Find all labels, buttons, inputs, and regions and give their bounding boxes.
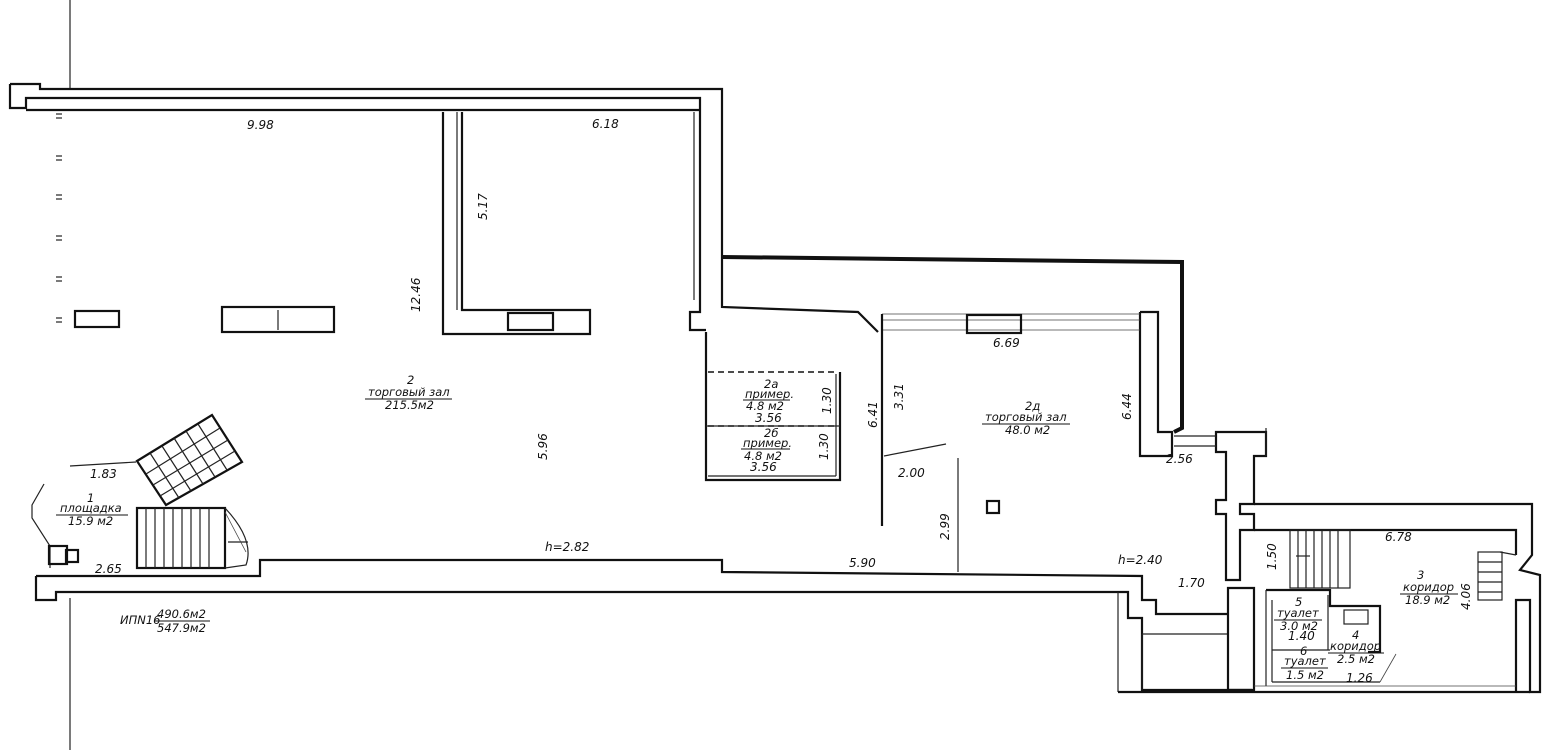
column bbox=[64, 548, 80, 564]
room-3-area: 18.9 м2 bbox=[1405, 593, 1450, 607]
radiator bbox=[73, 309, 121, 329]
column bbox=[47, 544, 69, 566]
stair-corridor bbox=[1289, 529, 1503, 601]
dim-1-30-a: 1.30 bbox=[820, 387, 834, 414]
room-2b-area: 4.8 м2 bbox=[744, 449, 782, 463]
corridor-3-line bbox=[1499, 551, 1517, 556]
radiator bbox=[506, 311, 555, 332]
dim-1-83: 1.83 bbox=[90, 467, 117, 481]
ceiling-height-hall: h=2.82 bbox=[545, 540, 589, 554]
exterior-wall-bottom-inner bbox=[36, 558, 1228, 616]
dim-6-41: 6.41 bbox=[866, 401, 880, 428]
dim-line bbox=[69, 461, 137, 467]
dim-2-00: 2.00 bbox=[898, 466, 925, 480]
summary-area-bottom: 547.9м2 bbox=[157, 621, 206, 635]
room-2a-number: 2а bbox=[764, 377, 778, 391]
radiator bbox=[220, 305, 336, 334]
summary-area-top: 490.6м2 bbox=[157, 607, 206, 621]
room-3-name: коридор bbox=[1403, 580, 1454, 594]
interior-wall-l bbox=[441, 112, 592, 336]
room-2b-number: 2б bbox=[764, 426, 778, 440]
corridor-3-outline bbox=[1254, 502, 1542, 694]
room-3-number: 3 bbox=[1417, 568, 1424, 582]
exterior-wall-top bbox=[8, 84, 706, 332]
room-4-area: 2.5 м2 bbox=[1337, 652, 1375, 666]
exterior-wall-top-outer bbox=[10, 82, 879, 333]
dim-1-40: 1.40 bbox=[1288, 629, 1315, 643]
radiator bbox=[965, 313, 1023, 335]
dim-1-70: 1.70 bbox=[1178, 576, 1205, 590]
room-6-name: туалет bbox=[1284, 654, 1326, 668]
wall-upper-right-inner bbox=[1138, 310, 1174, 458]
room-2a-area: 4.8 м2 bbox=[746, 399, 784, 413]
room-1-area: 15.9 м2 bbox=[68, 514, 113, 528]
sink bbox=[1343, 609, 1369, 625]
room-5-name: туалет bbox=[1277, 606, 1319, 620]
room-1-number: 1 bbox=[87, 491, 94, 505]
room-2d-name: торговый зал bbox=[985, 410, 1067, 424]
room-6-number: 6 bbox=[1300, 644, 1307, 658]
exterior-wall-bottom bbox=[34, 576, 1252, 692]
room-2-area: 215.5м2 bbox=[385, 398, 434, 412]
dim-4-06: 4.06 bbox=[1459, 583, 1473, 610]
stair-lower bbox=[135, 506, 249, 570]
dim-6-18: 6.18 bbox=[592, 117, 619, 131]
dim-5-96: 5.96 bbox=[536, 433, 550, 460]
dim-1-50: 1.50 bbox=[1265, 543, 1279, 570]
dim-1-26: 1.26 bbox=[1346, 671, 1373, 685]
window-marks bbox=[56, 113, 62, 323]
room-4-number: 4 bbox=[1352, 628, 1359, 642]
room-5-area: 3.0 м2 bbox=[1280, 619, 1318, 633]
room-5-number: 5 bbox=[1295, 595, 1302, 609]
dim-5-17: 5.17 bbox=[476, 193, 490, 220]
column bbox=[985, 499, 1001, 515]
dim-2-65: 2.65 bbox=[95, 562, 122, 576]
room-2d-number: 2д bbox=[1025, 399, 1040, 413]
ceiling-height-2d: h=2.40 bbox=[1118, 553, 1163, 567]
dim-3-56-a: 3.56 bbox=[755, 411, 782, 425]
stair-upper bbox=[135, 413, 244, 507]
door-swing bbox=[883, 443, 947, 457]
room-2d-area: 48.0 м2 bbox=[1005, 423, 1050, 437]
room-2b-name: пример. bbox=[743, 436, 792, 450]
dim-2-56: 2.56 bbox=[1166, 452, 1193, 466]
room-2a-name: пример. bbox=[745, 387, 794, 401]
room-2-name: торговый зал bbox=[368, 385, 450, 399]
room-1-name: площадка bbox=[60, 501, 122, 515]
room-4-name: коридор bbox=[1330, 639, 1381, 653]
dim-1-30-b: 1.30 bbox=[817, 433, 831, 460]
column-right bbox=[1214, 430, 1268, 582]
summary-label: ИПN16 bbox=[120, 613, 161, 627]
door-swing bbox=[1379, 653, 1397, 683]
room-6-area: 1.5 м2 bbox=[1286, 668, 1324, 682]
landing-outline bbox=[31, 483, 51, 568]
room-2-number: 2 bbox=[407, 373, 414, 387]
dim-6-78: 6.78 bbox=[1385, 530, 1412, 544]
toilets-outline bbox=[1226, 586, 1256, 692]
dim-9-98: 9.98 bbox=[247, 118, 274, 132]
dim-5-90: 5.90 bbox=[849, 556, 876, 570]
dim-3-31: 3.31 bbox=[892, 383, 906, 410]
exterior-wall-upper-right bbox=[721, 255, 1184, 434]
dim-12-46: 12.46 bbox=[409, 277, 423, 312]
dim-6-69: 6.69 bbox=[993, 336, 1020, 350]
dim-6-44: 6.44 bbox=[1120, 393, 1134, 420]
toilets-inner bbox=[1266, 588, 1382, 654]
dim-2-99: 2.99 bbox=[938, 513, 952, 540]
dim-3-56-b: 3.56 bbox=[750, 460, 777, 474]
